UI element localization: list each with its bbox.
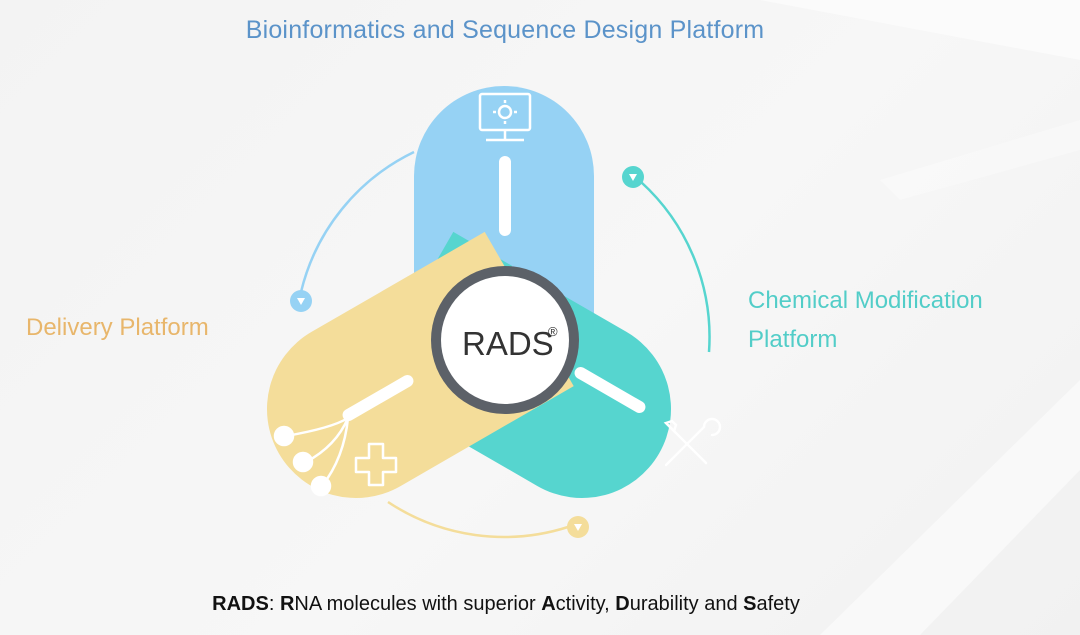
caption-term: RADS	[212, 593, 269, 615]
teal-arrow-dot	[622, 166, 644, 188]
chemical-modification-label-line2: Platform	[748, 326, 838, 353]
delivery-platform-label: Delivery Platform	[26, 314, 209, 341]
caption-initial-a: A	[541, 593, 556, 615]
teal-connector-bar	[574, 367, 646, 413]
rads-caption: RADS: RNA molecules with superior Activi…	[0, 593, 1012, 616]
caption-initial-r: R	[279, 593, 295, 615]
center-circle	[441, 276, 569, 404]
caption-initial-d: D	[615, 593, 630, 615]
molecule-icon	[273, 416, 350, 497]
caption-word-safety: afety	[756, 593, 800, 615]
bioinformatics-platform-title: Bioinformatics and Sequence Design Platf…	[245, 16, 765, 44]
wrench-screwdriver-icon	[663, 417, 722, 467]
computer-gear-icon	[478, 92, 532, 142]
caption-initial-s: S	[743, 593, 757, 615]
caption-word-rna: NA molecules with superior	[294, 593, 542, 615]
medical-cross-icon	[354, 442, 398, 487]
chemical-modification-label-line1: Chemical Modification	[748, 287, 983, 314]
registered-mark: ®	[548, 324, 558, 339]
blue-connector-arc	[299, 150, 415, 293]
caption-colon: :	[268, 593, 280, 615]
yellow-arrow-dot	[567, 516, 589, 538]
caption-word-durability: urability and	[629, 593, 744, 615]
yellow-connector-arc	[387, 500, 569, 539]
caption-word-activity: ctivity,	[555, 593, 616, 615]
blue-connector-bar	[499, 156, 511, 236]
chemical-modification-platform-label: Chemical Modification Platform	[748, 281, 983, 359]
yellow-connector-bar	[342, 375, 414, 421]
rads-center-label: RADS	[462, 325, 554, 362]
blue-arrow-dot	[290, 290, 312, 312]
teal-connector-arc	[640, 181, 711, 353]
